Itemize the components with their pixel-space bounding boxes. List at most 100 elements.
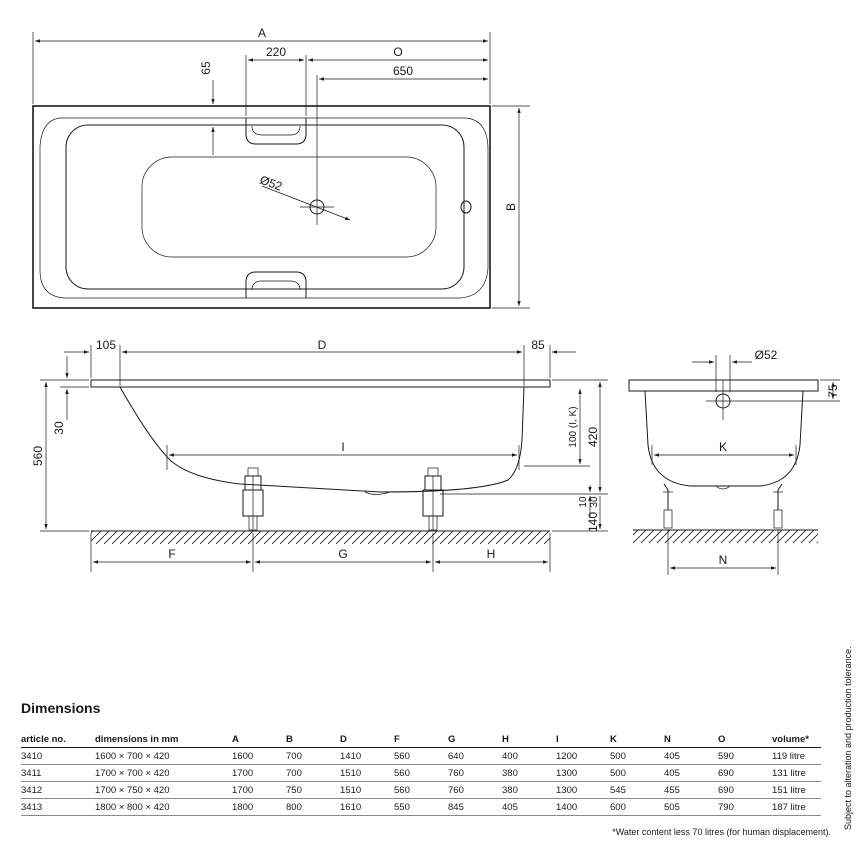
table-cell: 3411 — [21, 764, 95, 782]
top-handle-inner — [251, 125, 301, 136]
top-view: Ø52 A 220 O 650 65 B — [32, 26, 530, 309]
table-cell: 600 — [610, 798, 664, 816]
dim-a-label: A — [258, 26, 266, 40]
table-cell: 455 — [664, 781, 718, 799]
dim-650-label: 650 — [393, 64, 413, 78]
column-header: article no. — [21, 733, 95, 748]
table-cell: 151 litre — [772, 781, 821, 799]
dim-i-label: I — [341, 440, 344, 454]
dim-h-label: H — [487, 547, 496, 561]
end-rim — [628, 379, 819, 392]
dim-30b-label: 30 — [589, 496, 600, 508]
table-cell: 3410 — [21, 747, 95, 765]
top-view-rim — [32, 105, 491, 309]
footnote: *Water content less 70 litres (for human… — [612, 827, 831, 837]
table-cell: 700 — [286, 747, 340, 765]
table-cell: 400 — [502, 747, 556, 765]
dim-85-label: 85 — [531, 338, 545, 352]
table-cell: 3413 — [21, 798, 95, 816]
dimensions-heading: Dimensions — [21, 700, 101, 716]
column-header: volume* — [772, 733, 821, 748]
dim-10-label: 10 — [578, 496, 589, 508]
table-cell: 405 — [502, 798, 556, 816]
table-cell: 500 — [610, 747, 664, 765]
table-cell: 640 — [448, 747, 502, 765]
end-foot-left — [663, 483, 673, 529]
table-cell: 560 — [394, 781, 448, 799]
table-cell: 790 — [718, 798, 772, 816]
table-cell: 560 — [394, 747, 448, 765]
dim-d-label: D — [318, 338, 327, 352]
bottom-handle-inner — [251, 280, 301, 291]
dim-420-label: 420 — [586, 427, 600, 447]
table-cell: 845 — [448, 798, 502, 816]
column-header: I — [556, 733, 610, 748]
side-foot-right — [422, 467, 444, 531]
dim-f-label: F — [168, 547, 175, 561]
table-cell: 1510 — [340, 764, 394, 782]
table-cell: 1200 — [556, 747, 610, 765]
column-header: B — [286, 733, 340, 748]
table-cell: 505 — [664, 798, 718, 816]
table-cell: 3412 — [21, 781, 95, 799]
top-view-floor — [141, 156, 437, 258]
table-cell: 500 — [610, 764, 664, 782]
end-floor-hatch — [633, 530, 818, 543]
end-view: Ø52 75 K N — [628, 348, 840, 575]
top-drain-label: Ø52 — [258, 173, 284, 194]
table-cell: 1700 — [232, 764, 286, 782]
table-cell: 405 — [664, 747, 718, 765]
dim-65-label: 65 — [199, 61, 213, 75]
column-header: D — [340, 733, 394, 748]
dim-30-label: 30 — [52, 421, 66, 435]
table-cell: 590 — [718, 747, 772, 765]
table-cell: 550 — [394, 798, 448, 816]
overflow-icon — [460, 200, 472, 214]
side-foot-left — [242, 467, 264, 531]
dim-220-label: 220 — [266, 45, 286, 59]
column-header: H — [502, 733, 556, 748]
dim-b-label: B — [504, 203, 518, 211]
table-cell: 119 litre — [772, 747, 821, 765]
table-cell: 690 — [718, 781, 772, 799]
table-cell: 1700 × 700 × 420 — [95, 764, 232, 782]
column-header: N — [664, 733, 718, 748]
table-cell: 405 — [664, 764, 718, 782]
table-cell: 700 — [286, 764, 340, 782]
table-cell: 1300 — [556, 781, 610, 799]
technical-drawing: Ø52 A 220 O 650 65 B — [31, 26, 840, 575]
dim-100-label: 100 (I, K) — [568, 406, 579, 447]
side-view: 105 D 85 560 30 I 100 (I, K) 420 10 30 — [31, 338, 608, 572]
table-cell: 1610 — [340, 798, 394, 816]
table-cell: 1410 — [340, 747, 394, 765]
bottom-handle — [245, 271, 307, 298]
column-header: G — [448, 733, 502, 748]
column-header: O — [718, 733, 772, 748]
dim-k-label: K — [719, 440, 727, 454]
table-cell: 1400 — [556, 798, 610, 816]
dim-75-label: 75 — [826, 384, 840, 398]
table-cell: 1800 — [232, 798, 286, 816]
table-cell: 131 litre — [772, 764, 821, 782]
end-tub-body — [644, 390, 804, 487]
table-cell: 545 — [610, 781, 664, 799]
table-cell: 750 — [286, 781, 340, 799]
table-cell: 380 — [502, 781, 556, 799]
side-note: Subject to alteration and production tol… — [843, 620, 853, 830]
column-header: dimensions in mm — [95, 733, 232, 748]
side-rim — [90, 379, 551, 388]
table-cell: 1600 × 700 × 420 — [95, 747, 232, 765]
table-cell: 1600 — [232, 747, 286, 765]
top-view-deck — [39, 117, 489, 299]
dim-140-label: 140 — [586, 512, 600, 532]
table-cell: 1700 — [232, 781, 286, 799]
side-tub-body — [119, 386, 525, 493]
table-cell: 1800 × 800 × 420 — [95, 798, 232, 816]
table-cell: 1510 — [340, 781, 394, 799]
